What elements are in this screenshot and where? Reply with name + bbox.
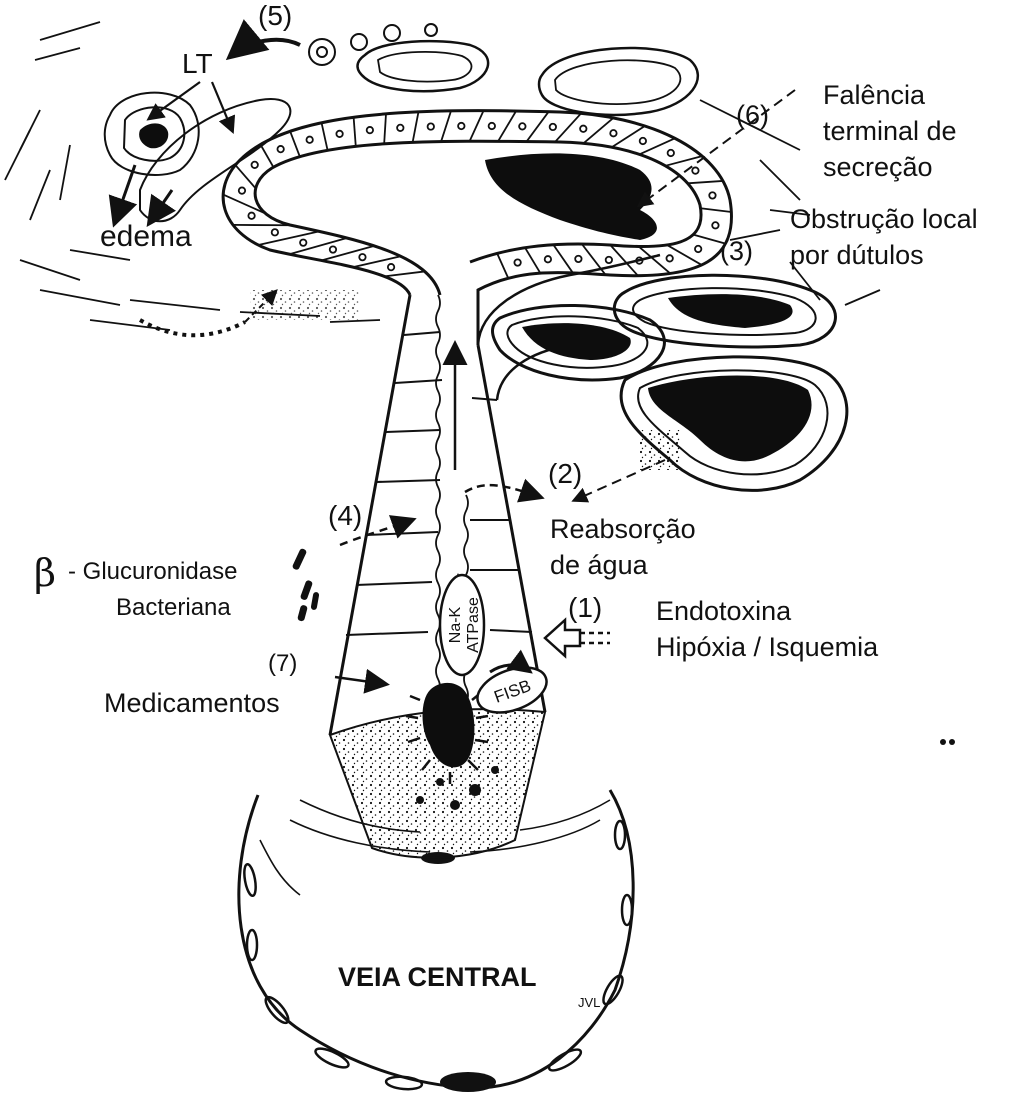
label-7: (7): [268, 650, 297, 678]
loop-cell-nucleus: [550, 124, 556, 130]
inflammatory-cells: [309, 24, 437, 65]
na-k-atpase-pump: Na-K ATPase: [440, 575, 484, 675]
loop-cell-nucleus: [277, 146, 283, 152]
loop-cell-divider: [470, 111, 484, 142]
label-glucuronidase-1: - Glucuronidase: [68, 558, 237, 586]
stray-dots: [940, 739, 955, 745]
loop-cell-divider: [555, 113, 581, 142]
loop-cell-divider: [583, 118, 613, 143]
label-reabsorcao-2: de água: [550, 550, 648, 581]
loop-cell-nucleus: [514, 259, 520, 265]
label-falencia-2: terminal de: [823, 116, 957, 147]
loop-cell-divider: [235, 165, 255, 188]
label-5: (5): [258, 0, 292, 32]
loop-cell-nucleus: [666, 255, 672, 261]
loop-cell-divider: [665, 156, 702, 166]
loop-cell-divider: [354, 117, 356, 146]
proliferating-ductules: [309, 24, 847, 490]
label-obstrucao-2: por dútulos: [790, 240, 924, 271]
loop-cell-divider: [701, 208, 732, 212]
loop-cell-divider: [667, 245, 701, 265]
loop-cell-nucleus: [458, 123, 464, 129]
loop-cell-nucleus: [367, 127, 373, 133]
loop-cell-nucleus: [388, 264, 394, 270]
loop-cell-nucleus: [428, 123, 434, 129]
label-falencia-3: secreção: [823, 152, 933, 183]
label-beta: β: [34, 552, 56, 596]
loop-cell-nucleus: [712, 222, 718, 228]
loop-cell-divider: [525, 248, 540, 273]
vein-bottom-nucleus: [440, 1072, 496, 1092]
loop-cell-nucleus: [300, 239, 306, 245]
label-lt: LT: [182, 48, 213, 80]
loop-cell-nucleus: [606, 257, 612, 263]
label-reabsorcao-1: Reabsorção: [550, 514, 696, 545]
label-endotoxina: Endotoxina: [656, 596, 791, 627]
loop-cell-nucleus: [397, 125, 403, 131]
label-edema: edema: [100, 220, 192, 255]
label-glucuronidase-2: Bacteriana: [116, 594, 231, 622]
edema-strokes: [5, 22, 810, 330]
loop-cell-divider: [639, 138, 675, 154]
label-1: (1): [568, 592, 602, 624]
loop-cell-divider: [612, 126, 645, 147]
loop-cell-nucleus: [359, 254, 365, 260]
loop-cell-divider: [498, 111, 516, 141]
label-veia-central: VEIA CENTRAL: [338, 962, 537, 993]
loop-cell-nucleus: [692, 167, 698, 173]
atpase-label: ATPase: [465, 597, 482, 653]
loop-cell-nucleus: [519, 123, 525, 129]
loop-cell-nucleus: [668, 150, 674, 156]
loop-cell-nucleus: [330, 246, 336, 252]
label-3: (3): [720, 236, 753, 267]
loop-cell-divider: [688, 181, 723, 183]
label-4: (4): [328, 500, 362, 532]
label-hipoxia: Hipóxia / Isquemia: [656, 632, 878, 663]
loop-cell-nucleus: [336, 131, 342, 137]
loop-cell-nucleus: [575, 256, 581, 262]
loop-cell-divider: [258, 231, 319, 245]
na-k-label: Na-K: [447, 606, 464, 643]
loop-cell-nucleus: [580, 126, 586, 132]
loop-cell-divider: [289, 238, 347, 254]
bacteria-rods: [292, 548, 320, 622]
bile-plug-lumen: [485, 153, 657, 240]
label-falencia-1: Falência: [823, 80, 925, 111]
loop-cell-divider: [290, 131, 300, 156]
endotoxin-hollow-arrow: [545, 620, 610, 656]
loop-cell-nucleus: [709, 192, 715, 198]
canaliculus-left-wall: [436, 295, 440, 711]
loop-cell-nucleus: [610, 130, 616, 136]
loop-cell-divider: [413, 112, 419, 143]
label-2: (2): [548, 458, 582, 490]
loop-cell-divider: [553, 245, 573, 273]
label-obstrucao-1: Obstrução local: [790, 204, 978, 235]
loop-cell-divider: [322, 123, 328, 150]
loop-cell-divider: [260, 145, 273, 168]
loop-cell-nucleus: [252, 162, 258, 168]
arrows: [115, 40, 880, 684]
loop-cell-nucleus: [640, 138, 646, 144]
loop-cell-divider: [497, 253, 508, 278]
loop-epithelial-cells: [223, 111, 731, 279]
loop-cell-nucleus: [545, 256, 551, 262]
loop-cell-nucleus: [306, 137, 312, 143]
loop-cell-divider: [441, 111, 451, 142]
loop-cell-nucleus: [239, 187, 245, 193]
label-medicamentos: Medicamentos: [104, 688, 280, 719]
loop-cell-nucleus: [489, 123, 495, 129]
loop-cell-nucleus: [272, 229, 278, 235]
hepatocyte-column: [330, 295, 545, 858]
loop-cell-divider: [384, 114, 386, 144]
label-signature: JVL: [578, 996, 600, 1011]
loop-cell-divider: [527, 112, 549, 142]
loop-cell-nucleus: [248, 213, 254, 219]
loop-cell-nucleus: [695, 246, 701, 252]
label-6: (6): [736, 100, 769, 131]
loop-cell-divider: [384, 271, 424, 276]
